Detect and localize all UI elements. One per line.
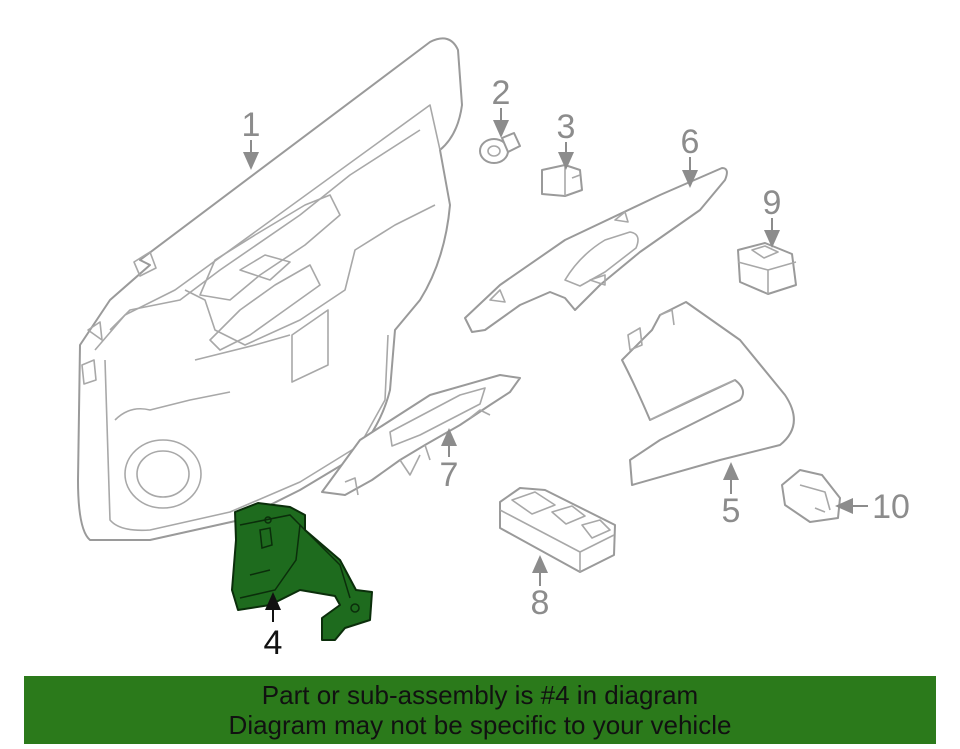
leader-lines xyxy=(243,108,868,622)
part-9-switch[interactable] xyxy=(737,242,797,295)
part-1-door-trim-panel[interactable] xyxy=(77,37,463,541)
part-2-clip[interactable] xyxy=(479,132,521,164)
info-banner: Part or sub-assembly is #4 in diagram Di… xyxy=(24,676,936,744)
callout-4: 4 xyxy=(264,624,283,662)
banner-line-2: Diagram may not be specific to your vehi… xyxy=(228,710,732,740)
part-3-clip[interactable] xyxy=(541,164,583,197)
callout-3: 3 xyxy=(557,108,576,146)
callout-2: 2 xyxy=(492,74,511,112)
callout-6: 6 xyxy=(681,123,700,161)
callout-8: 8 xyxy=(531,584,550,622)
part-6-trim-finisher[interactable] xyxy=(464,167,728,333)
callout-10: 10 xyxy=(872,488,910,526)
part-10-bracket[interactable] xyxy=(781,469,841,523)
banner-line-1: Part or sub-assembly is #4 in diagram xyxy=(261,680,699,710)
part-7-switch-finisher[interactable] xyxy=(321,374,521,496)
part-4-bracket-highlighted[interactable] xyxy=(231,502,373,641)
callout-5: 5 xyxy=(722,492,741,530)
parts-diagram: 1 2 3 4 5 6 7 8 9 10 xyxy=(77,37,910,662)
callout-1: 1 xyxy=(242,106,261,144)
callout-9: 9 xyxy=(763,184,782,222)
part-8-master-switch[interactable] xyxy=(499,487,616,573)
callout-labels: 1 2 3 4 5 6 7 8 9 10 xyxy=(242,74,910,662)
part-5-pull-handle[interactable] xyxy=(621,301,795,486)
callout-7: 7 xyxy=(440,456,459,494)
